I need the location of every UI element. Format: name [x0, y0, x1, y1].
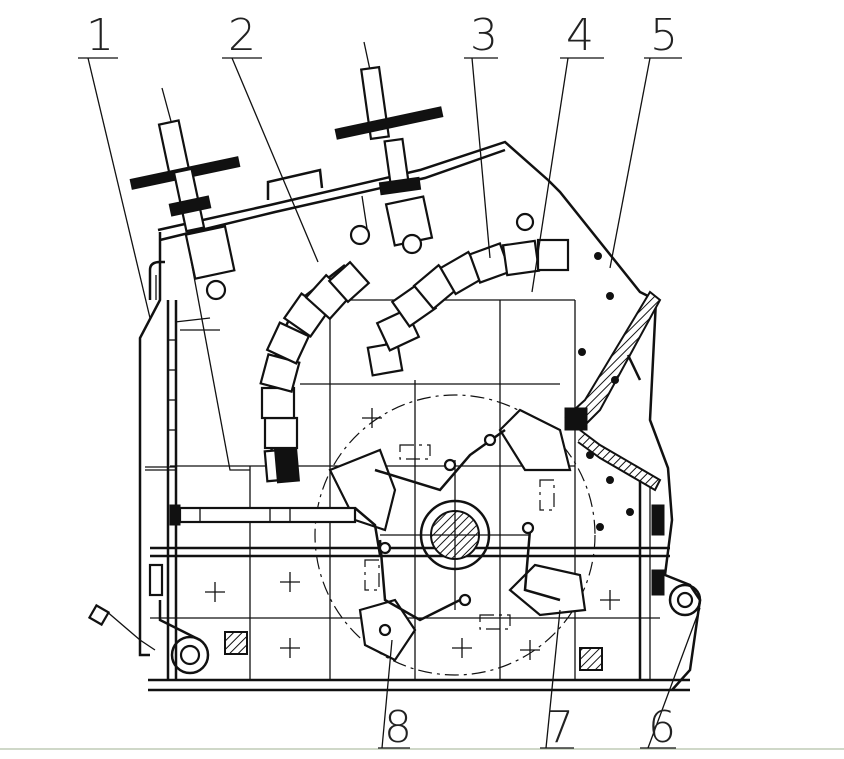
- right-hinge: [638, 480, 702, 680]
- panel-cross-marks: [205, 408, 620, 660]
- callout-4: 4: [566, 10, 594, 61]
- callout-3: 3: [470, 10, 498, 61]
- adjusting-rod-left: [129, 87, 241, 301]
- leader-lines: [78, 57, 701, 749]
- adjusting-rod-right: [334, 41, 535, 255]
- callout-7: 7: [546, 702, 574, 753]
- callout-5: 5: [650, 10, 678, 61]
- lower-pulley: [148, 563, 603, 675]
- callout-2: 2: [228, 10, 256, 61]
- callout-1: 1: [86, 10, 114, 61]
- impact-apron-2: [366, 238, 570, 377]
- callout-6: 6: [648, 702, 676, 753]
- drive-shaft: [169, 504, 382, 556]
- feed-chute: [564, 252, 662, 531]
- impact-apron-1: [259, 260, 371, 484]
- callout-8: 8: [384, 702, 412, 753]
- crusher-housing: [87, 140, 702, 692]
- rotor: [314, 394, 596, 676]
